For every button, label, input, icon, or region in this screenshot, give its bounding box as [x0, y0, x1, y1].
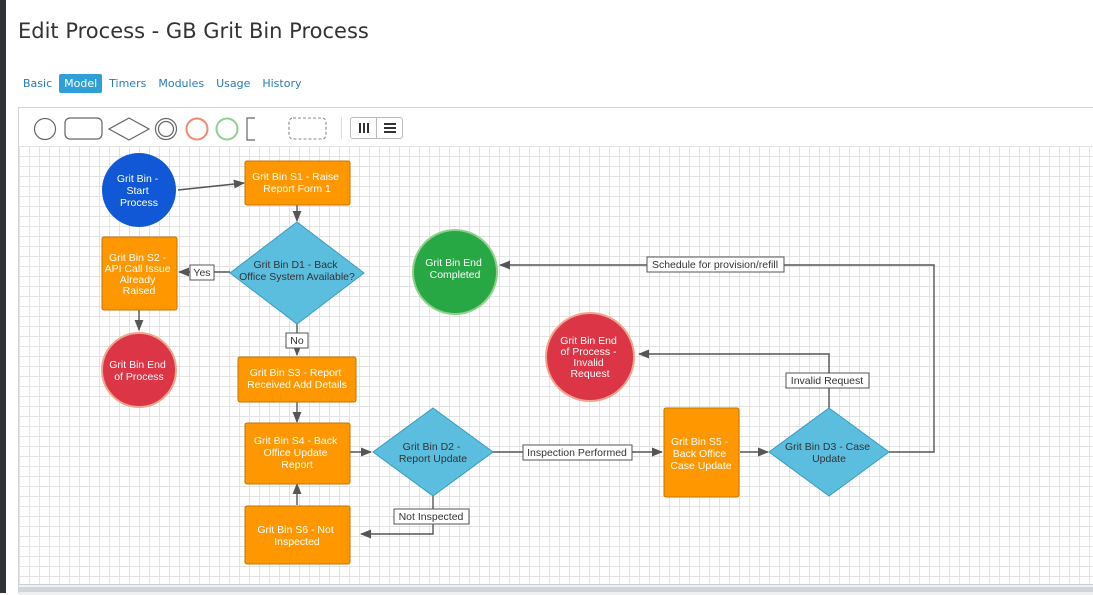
task-s2-api-call-issue[interactable]: Grit Bin S2 - API Call Issue Already Rai… — [101, 236, 178, 311]
svg-text:Not Inspected: Not Inspected — [399, 511, 464, 523]
task-s1-raise-report[interactable]: Grit Bin S1 - Raise Report Form 1 — [244, 160, 351, 206]
edge-label-invalid-request: Invalid Request — [785, 372, 870, 389]
svg-text:Yes: Yes — [193, 267, 210, 279]
end-event-completed[interactable]: Grit Bin End Completed — [412, 229, 498, 315]
edge-label-schedule-provision: Schedule for provision/refill — [646, 256, 785, 273]
task-icon[interactable] — [64, 117, 104, 141]
scrollbar-thumb[interactable] — [19, 587, 1093, 592]
task-s5-back-office-case-update[interactable]: Grit Bin S5 - Back Office Case Update — [663, 407, 740, 498]
svg-text:No: No — [290, 335, 304, 347]
tab-bar: Basic Model Timers Modules Usage History — [18, 74, 307, 93]
svg-text:Grit Bin End of Proc: Grit Bin End of Process — [109, 359, 169, 383]
tab-history[interactable]: History — [262, 77, 302, 90]
svg-text:Grit Bin S4 - Back O: Grit Bin S4 - Back Office Update Report — [254, 435, 340, 471]
start-event[interactable]: Grit Bin - Start Process — [102, 153, 176, 227]
svg-text:Grit Bin D2 - Report: Grit Bin D2 - Report Update — [399, 441, 467, 465]
gateway-d1-back-office-available[interactable]: Grit Bin D1 - Back Office System Availab… — [229, 221, 365, 325]
svg-text:Grit Bin S5 - Back O: Grit Bin S5 - Back Office Case Update — [670, 436, 731, 472]
tab-basic[interactable]: Basic — [23, 77, 53, 90]
svg-text:Invalid Request: Invalid Request — [791, 375, 863, 387]
start-event-icon[interactable] — [33, 117, 57, 141]
vertical-layout-button[interactable] — [351, 118, 376, 138]
svg-text:Inspection Performed: Inspection Performed — [527, 447, 627, 459]
svg-text:Grit Bin D1 - Back O: Grit Bin D1 - Back Office System Availab… — [239, 259, 355, 283]
process-diagram: Grit Bin - Start Process Grit Bin S1 - R… — [101, 153, 935, 565]
gateway-icon[interactable] — [108, 117, 150, 141]
svg-text:Grit Bin End of Proc: Grit Bin End of Process - Invalid Reques… — [560, 335, 620, 380]
group-icon[interactable] — [288, 117, 328, 141]
task-s6-not-inspected[interactable]: Grit Bin S6 - Not Inspected — [244, 505, 351, 565]
edge-label-no: No — [285, 332, 309, 349]
tab-modules[interactable]: Modules — [158, 77, 205, 90]
svg-text:Grit Bin S2 - API Ca: Grit Bin S2 - API Call Issue Already Rai… — [105, 252, 174, 297]
svg-text:Grit Bin End Complet: Grit Bin End Completed — [425, 257, 485, 281]
svg-text:Grit Bin - Start: Grit Bin - Start Process — [117, 173, 161, 209]
edge-label-not-inspected: Not Inspected — [393, 508, 470, 525]
end-event-end-of-process[interactable]: Grit Bin End of Process — [101, 332, 177, 408]
edge-label-inspection-performed: Inspection Performed — [522, 444, 633, 461]
layout-toggle — [350, 117, 403, 139]
svg-text:Grit Bin S1 - Raise: Grit Bin S1 - Raise Report Form 1 — [252, 171, 342, 195]
gateway-d2-report-update[interactable]: Grit Bin D2 - Report Update — [372, 407, 494, 497]
diagram-canvas[interactable]: Grit Bin - Start Process Grit Bin S1 - R… — [19, 146, 1093, 584]
page-title: Edit Process - GB Grit Bin Process — [18, 19, 369, 43]
edge-d3-end-invalid[interactable] — [637, 349, 830, 408]
intermediate-event-icon[interactable] — [154, 117, 178, 141]
svg-text:Grit Bin D3 - Case U: Grit Bin D3 - Case Update — [785, 441, 873, 465]
end-event-invalid-request[interactable]: Grit Bin End of Process - Invalid Reques… — [545, 312, 635, 402]
success-end-event-icon[interactable] — [215, 117, 239, 141]
vertical-layout-icon — [358, 123, 369, 133]
gateway-d3-case-update[interactable]: Grit Bin D3 - Case Update — [768, 407, 890, 497]
palette-separator — [341, 117, 342, 139]
tab-timers[interactable]: Timers — [109, 77, 147, 90]
tab-usage[interactable]: Usage — [216, 77, 251, 90]
annotation-icon[interactable] — [245, 117, 259, 141]
edge-start-s1[interactable] — [177, 179, 246, 191]
task-s3-report-received[interactable]: Grit Bin S3 - Report Received Add Detail… — [237, 356, 357, 403]
horizontal-scrollbar[interactable] — [19, 584, 1093, 595]
horizontal-layout-icon — [383, 123, 396, 133]
edge-label-yes: Yes — [189, 264, 215, 281]
shape-palette — [19, 108, 1093, 147]
tab-model[interactable]: Model — [59, 74, 103, 93]
svg-text:Schedule for provision/refill: Schedule for provision/refill — [652, 259, 778, 271]
svg-text:Grit Bin S6 - Not In: Grit Bin S6 - Not Inspected — [257, 524, 336, 548]
svg-text:Grit Bin S3 - Report: Grit Bin S3 - Report Received Add Detail… — [247, 367, 347, 391]
process-model-editor: Grit Bin - Start Process Grit Bin S1 - R… — [18, 107, 1093, 595]
horizontal-layout-button[interactable] — [376, 118, 402, 138]
left-edge-bar — [0, 0, 6, 593]
task-s4-back-office-update-report[interactable]: Grit Bin S4 - Back Office Update Report — [244, 422, 351, 485]
error-end-event-icon[interactable] — [185, 117, 209, 141]
